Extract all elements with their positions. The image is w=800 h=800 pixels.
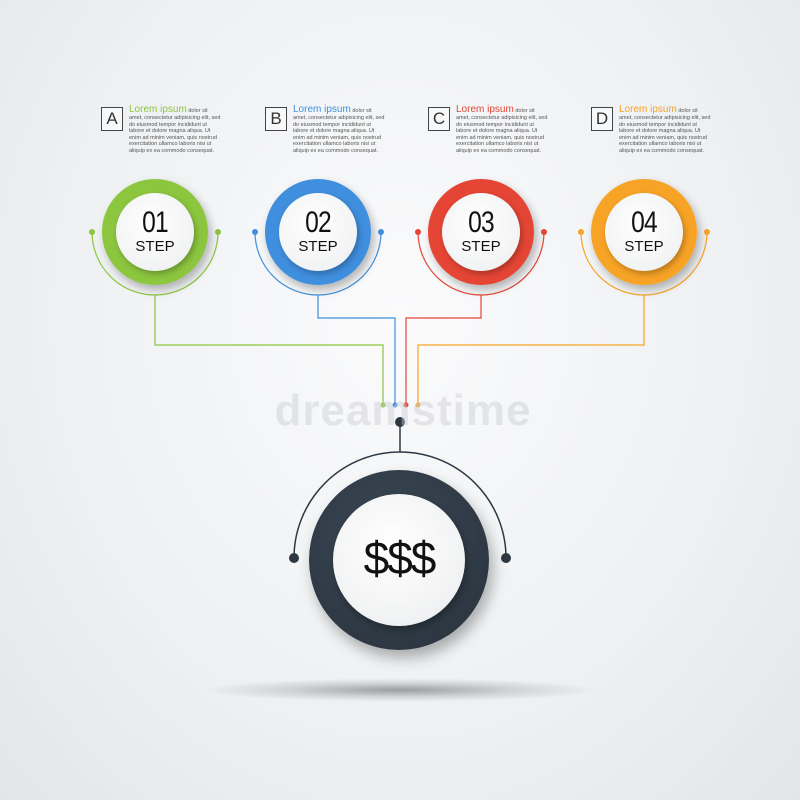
step-02-connector — [317, 295, 396, 404]
dollar-icon: $$$ — [363, 532, 437, 584]
hub-arc-dot-right — [501, 553, 511, 563]
step-01-arc-dot-left — [89, 229, 95, 235]
step-03-arc-dot-left — [415, 229, 421, 235]
info-title-d: Lorem ipsum — [619, 104, 677, 115]
step-01-number: 01 — [142, 206, 169, 239]
info-body-d: amet, consectetur adipisicing elit, sed … — [619, 115, 711, 154]
step-04-inner: 04 STEP — [605, 193, 683, 271]
info-title-a: Lorem ipsum — [129, 104, 187, 115]
step-01-arc-dot-right — [215, 229, 221, 235]
hub-floor-shadow — [200, 678, 600, 702]
hub-inner: $$$ — [333, 494, 465, 626]
step-03-connector-end — [403, 402, 409, 408]
step-01-connector-end — [380, 402, 386, 408]
step-03-arc-dot-right — [541, 229, 547, 235]
step-04-connector — [417, 295, 645, 404]
step-01-inner: 01 STEP — [116, 193, 194, 271]
info-title-c: Lorem ipsum — [456, 104, 514, 115]
step-01-circle: 01 STEP — [102, 179, 208, 285]
step-04-arc-dot-right — [704, 229, 710, 235]
info-text-b: Lorem ipsum dolor sit amet, consectetur … — [293, 104, 385, 155]
step-02-number: 02 — [305, 206, 332, 239]
step-03-inner: 03 STEP — [442, 193, 520, 271]
step-02-arc-dot-right — [378, 229, 384, 235]
step-03-circle: 03 STEP — [428, 179, 534, 285]
step-03-label: STEP — [461, 238, 501, 255]
hub-stem-dot — [395, 417, 405, 427]
info-title-rest-d: dolor sit — [678, 108, 698, 114]
info-title-rest-c: dolor sit — [515, 108, 535, 114]
step-02-connector-end — [392, 402, 398, 408]
info-body-c: amet, consectetur adipisicing elit, sed … — [456, 115, 548, 154]
step-02-circle: 02 STEP — [265, 179, 371, 285]
step-04-number: 04 — [631, 206, 658, 239]
info-title-rest-b: dolor sit — [352, 108, 372, 114]
info-text-c: Lorem ipsum dolor sit amet, consectetur … — [456, 104, 548, 155]
info-letter-a: A — [101, 107, 123, 131]
step-03-number: 03 — [468, 206, 495, 239]
hub-arc — [293, 451, 507, 559]
step-01-label: STEP — [135, 238, 175, 255]
info-letter-d: D — [591, 107, 613, 131]
step-04-label: STEP — [624, 238, 664, 255]
hub-circle: $$$ — [309, 470, 489, 650]
info-text-d: Lorem ipsum dolor sit amet, consectetur … — [619, 104, 711, 155]
step-02-inner: 02 STEP — [279, 193, 357, 271]
step-02-label: STEP — [298, 238, 338, 255]
step-04-connector-end — [415, 402, 421, 408]
info-letter-c: C — [428, 107, 450, 131]
info-body-a: amet, consectetur adipisicing elit, sed … — [129, 115, 221, 154]
info-title-b: Lorem ipsum — [293, 104, 351, 115]
info-text-a: Lorem ipsum dolor sit amet, consectetur … — [129, 104, 221, 155]
step-02-arc-dot-left — [252, 229, 258, 235]
step-01-connector — [154, 295, 384, 404]
info-body-b: amet, consectetur adipisicing elit, sed … — [293, 115, 385, 154]
step-03-connector — [405, 295, 482, 404]
info-letter-b: B — [265, 107, 287, 131]
watermark-text: dreamstime — [274, 386, 532, 435]
step-04-arc-dot-left — [578, 229, 584, 235]
hub-arc-dot-left — [289, 553, 299, 563]
info-title-rest-a: dolor sit — [188, 108, 208, 114]
step-04-circle: 04 STEP — [591, 179, 697, 285]
